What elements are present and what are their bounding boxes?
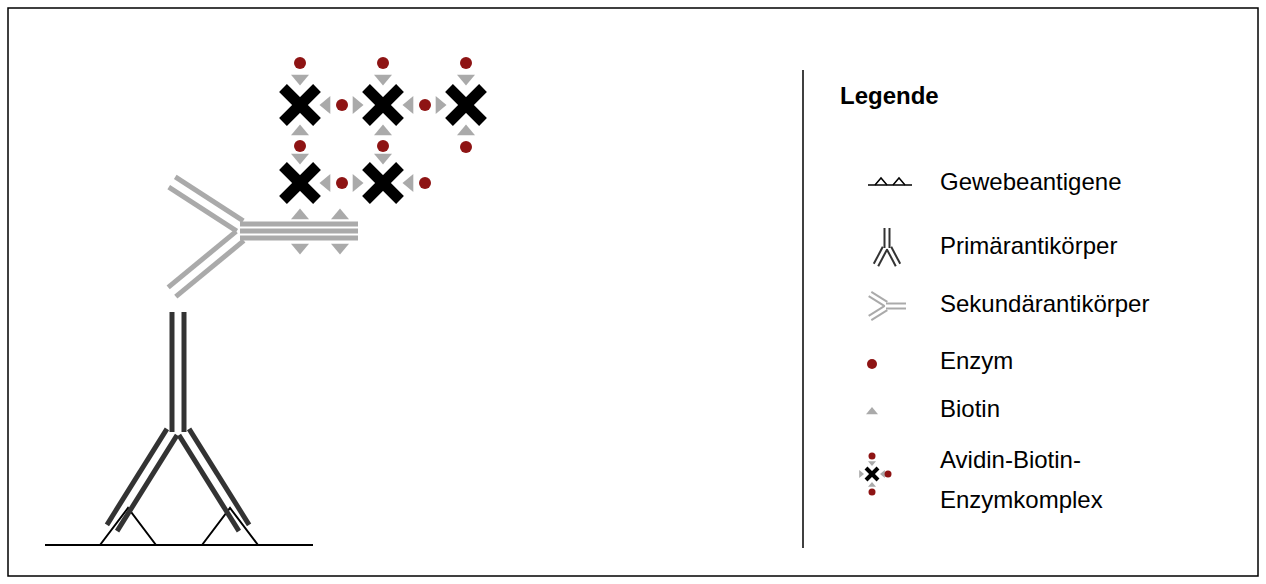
primary-antibody <box>117 435 177 531</box>
tissue-icon <box>875 178 887 185</box>
enzyme-dot <box>377 140 389 152</box>
secondary-icon <box>886 303 906 305</box>
avidin-cross <box>366 88 400 122</box>
biotin-triangle <box>403 96 414 114</box>
secondary-antibody <box>240 236 358 241</box>
legend-text: Primärantikörper <box>940 232 1117 260</box>
enzyme-dot <box>460 57 472 69</box>
biotin-triangle <box>331 244 349 255</box>
biotin-icon <box>866 407 878 414</box>
primary-icon <box>891 247 900 264</box>
legend-heading: Legende <box>840 82 939 110</box>
enzyme-dot <box>460 141 472 153</box>
biotin-triangle <box>291 244 309 255</box>
primary-antibody <box>189 429 249 525</box>
enzyme-dot <box>377 57 389 69</box>
enzyme-dot <box>294 140 306 152</box>
avidin-cross <box>366 88 400 122</box>
secondary-antibody <box>168 231 236 287</box>
biotin-triangle <box>331 209 349 220</box>
enzyme-dot <box>294 57 306 69</box>
enzyme-dot <box>885 471 892 478</box>
secondary-antibody <box>240 222 358 227</box>
biotin-triangle <box>374 125 392 136</box>
secondary-antibody <box>176 241 244 297</box>
avidin-cross <box>366 166 400 200</box>
biotin-triangle <box>374 75 392 86</box>
secondary-antibody <box>240 229 358 234</box>
primary-icon <box>878 249 887 266</box>
avidin-cross <box>866 468 878 480</box>
legend-icons <box>859 178 912 496</box>
biotin-triangle <box>353 174 364 192</box>
biotin-triangle <box>320 174 331 192</box>
biotin-triangle <box>436 96 447 114</box>
biotin-triangle <box>291 125 309 136</box>
biotin-triangle <box>291 209 309 220</box>
enzyme-dot <box>869 489 876 496</box>
avidin-cross <box>283 166 317 200</box>
primary-antibody <box>179 435 239 531</box>
primary-icon <box>884 228 886 248</box>
legend-text: Avidin-Biotin- Enzymkomplex <box>940 440 1150 520</box>
biotin-triangle <box>403 174 414 192</box>
tissue-icon <box>893 178 905 185</box>
biotin-triangle <box>868 482 876 487</box>
enzyme-dot <box>419 177 431 189</box>
enzyme-dot <box>336 177 348 189</box>
avidin-cross <box>366 166 400 200</box>
biotin-triangle <box>353 96 364 114</box>
biotin-triangle <box>320 96 331 114</box>
enzyme-dot <box>336 99 348 111</box>
primary-antibody <box>107 429 167 525</box>
avidin-cross <box>283 88 317 122</box>
secondary-icon <box>869 296 885 306</box>
primary-antibody <box>182 312 187 432</box>
avidin-cross <box>283 88 317 122</box>
avidin-cross <box>449 88 483 122</box>
primary-antibody <box>170 312 175 432</box>
legend-text: Gewebeantigene <box>940 168 1121 196</box>
biotin-triangle <box>880 470 885 478</box>
legend-text: Biotin <box>940 395 1000 423</box>
biotin-triangle <box>859 470 864 478</box>
secondary-antibody <box>169 187 237 231</box>
biotin-triangle <box>291 75 309 86</box>
secondary-icon <box>886 308 906 310</box>
biotin-triangle <box>374 154 392 165</box>
primary-icon <box>889 228 891 248</box>
secondary-icon <box>871 310 887 320</box>
legend-text: Sekundärantikörper <box>940 290 1149 318</box>
abc-method-scene <box>45 57 483 545</box>
enzyme-dot <box>419 99 431 111</box>
avidin-cross <box>866 468 878 480</box>
biotin-triangle <box>291 154 309 165</box>
enzyme-dot <box>867 359 877 369</box>
frame <box>8 8 1258 576</box>
enzyme-dot <box>869 453 876 460</box>
avidin-cross <box>449 88 483 122</box>
legend-text: Enzym <box>940 347 1013 375</box>
divider <box>802 70 804 548</box>
biotin-triangle <box>457 75 475 86</box>
biotin-triangle <box>868 461 876 466</box>
biotin-triangle <box>457 125 475 136</box>
tissue-line <box>45 544 313 546</box>
avidin-cross <box>283 166 317 200</box>
